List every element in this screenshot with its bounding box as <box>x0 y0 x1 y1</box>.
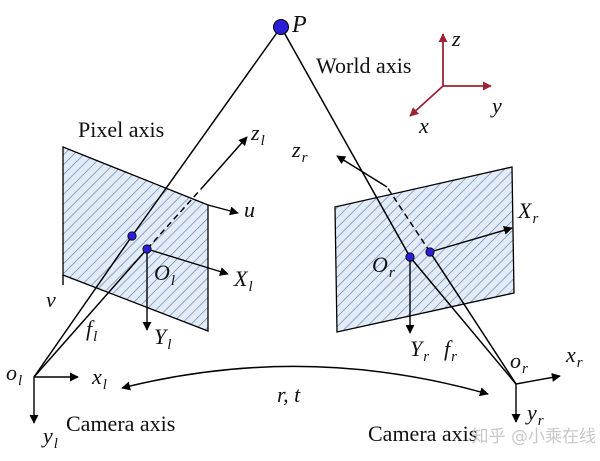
point-P <box>273 19 289 35</box>
label-pixel-axis: Pixel axis <box>78 117 164 142</box>
label-z-r: zr <box>291 137 308 166</box>
label-Y-l: Yl <box>154 324 171 353</box>
label-X-l: Xl <box>233 266 253 295</box>
label-O-l: Ol <box>154 260 175 289</box>
ray-p-right <box>280 26 411 258</box>
world-x-axis <box>409 85 444 117</box>
ray-p-left <box>131 26 282 237</box>
projection-right <box>405 252 415 262</box>
label-r-t: r, t <box>277 382 301 407</box>
label-world-z: z <box>451 26 461 51</box>
right-optical-axis-dashed <box>386 186 431 253</box>
label-camera-axis-left: Camera axis <box>66 411 175 436</box>
label-Y-r: Yr <box>410 336 429 365</box>
right-optical-axis-upper <box>336 155 388 188</box>
principal-point-left <box>142 244 152 254</box>
label-y-r: yr <box>525 400 544 429</box>
ray-right-lower <box>409 256 517 385</box>
label-P: P <box>291 12 307 38</box>
rotation-translation-arrow <box>121 365 489 397</box>
image-x-l-axis <box>146 248 229 276</box>
right-image-plane <box>334 166 515 333</box>
label-camera-axis-right: Camera axis <box>368 421 477 446</box>
label-u: u <box>244 197 255 222</box>
label-x-r: xr <box>565 342 583 371</box>
label-world-y: y <box>490 93 502 118</box>
label-z-l: zl <box>250 120 265 149</box>
principal-point-right <box>425 247 435 257</box>
right-optical-axis-lower <box>429 251 517 385</box>
camera-x-r-axis <box>515 373 561 385</box>
label-O-r: Or <box>372 252 395 281</box>
label-world-x: x <box>418 113 429 138</box>
label-v: v <box>46 287 56 312</box>
left-optical-axis-dashed <box>146 188 202 250</box>
label-f-r: fr <box>444 336 457 365</box>
label-o-l: ol <box>6 360 22 389</box>
label-X-r: Xr <box>517 198 538 227</box>
label-f-l: fl <box>86 316 97 345</box>
ray-left-lower <box>33 235 133 378</box>
left-optical-axis-upper <box>200 136 248 190</box>
image-x-r-axis <box>429 225 513 253</box>
watermark: 知乎 @小乘在线 <box>472 427 596 447</box>
label-world-axis: World axis <box>316 53 411 78</box>
label-x-l: xl <box>91 364 107 393</box>
projection-left <box>127 231 137 241</box>
pixel-u-axis <box>207 204 239 216</box>
label-o-r: or <box>510 348 528 377</box>
left-optical-axis-lower <box>33 248 148 378</box>
left-image-plane <box>62 146 209 332</box>
label-y-l: yl <box>41 423 58 452</box>
